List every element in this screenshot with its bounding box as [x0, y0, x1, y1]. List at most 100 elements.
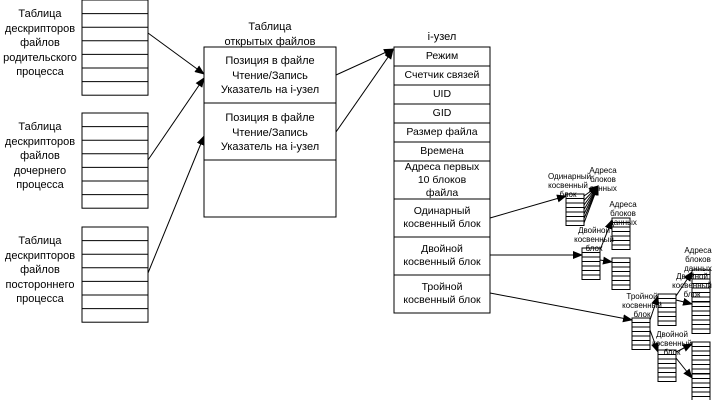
arrow-open-file-to-inode: [335, 48, 394, 76]
single-indirect-label-line: Одинарный: [548, 172, 592, 181]
descriptor-table-label-1-line: Таблица: [18, 121, 62, 133]
descriptor-table-label-2-line: файлов: [20, 264, 60, 276]
data-addresses-label-line: блоков: [590, 175, 616, 184]
arrow-to-child: [649, 295, 659, 321]
descriptor-table-label-2: Таблица дескрипторов файлов постороннего про…: [0, 234, 80, 307]
double-indirect-block: [581, 247, 601, 280]
inode-field-text: Счетчик связей: [404, 69, 480, 81]
descriptor-table-2: [81, 226, 149, 323]
double-indirect-child: [611, 217, 631, 250]
inode-field-text: Адреса первых: [404, 160, 480, 173]
inode-field-text: косвенный блок: [403, 256, 481, 268]
double-indirect-child: [611, 257, 631, 290]
descriptor-table-0: [81, 0, 149, 96]
descriptor-table-label-0-line: Таблица: [18, 8, 62, 20]
open-file-entry-0-line: Указатель на i-узел: [220, 84, 320, 96]
descriptor-table-label-2-line: постороннего: [5, 278, 75, 291]
data-addresses-label-line: блоков: [685, 255, 711, 264]
single-indirect-label-line: блок: [559, 190, 577, 199]
triple-indirect-block: [631, 317, 651, 350]
descriptor-table-label-0-line: родительского: [3, 51, 77, 64]
inode-field-2: UID: [394, 85, 490, 104]
descriptor-table-label-1-line: дочернего: [13, 164, 67, 177]
arrow-to-leaf: [675, 343, 693, 353]
inode-field-0: Режим: [394, 47, 490, 66]
arrow-to-data-block: [583, 185, 599, 224]
triple-double-label-2-line: косвенный: [652, 339, 692, 348]
open-file-entry-1-line: Позиция в файле: [225, 112, 315, 124]
open-files-table-title-line: открытых файлов: [224, 35, 316, 48]
arrow-to-leaf: [675, 297, 693, 306]
arrow-to-triple-indirect: [489, 292, 633, 323]
arrow-parent-to-open-file: [147, 32, 205, 75]
single-indirect-block: [565, 193, 585, 226]
data-addresses-label-line: данных: [684, 264, 712, 273]
inode-field-4: Размер файла: [394, 123, 490, 142]
data-addresses-label-line: данных: [609, 218, 637, 227]
data-addresses-label-line: данных: [589, 184, 617, 193]
inode-title: i-узел: [427, 31, 457, 43]
inode-field-text: Тройной: [421, 281, 463, 293]
data-addresses-label-line: блоков: [610, 209, 636, 218]
descriptor-table-label-0-line: процесса: [16, 66, 64, 78]
triple-double-label-line: блок: [683, 290, 701, 299]
inode-field-text: косвенный блок: [403, 294, 481, 306]
inode-field-5: Времена: [394, 142, 490, 161]
inode-field-text: GID: [432, 107, 452, 119]
arrow-to-child: [649, 329, 659, 353]
double-indirect-label-line: Двойной: [578, 226, 610, 235]
open-file-entry-0-line: Позиция в файле: [225, 55, 315, 67]
inode-table: [393, 46, 491, 314]
triple-child-double: [657, 349, 677, 382]
inode-field-text: 10 блоков: [417, 173, 467, 186]
data-addresses-label-line: Адреса: [684, 246, 712, 255]
open-file-entry-1-line: Указатель на i-узел: [220, 141, 320, 153]
triple-leaf: [691, 301, 711, 334]
descriptor-table-label-1-line: файлов: [20, 150, 60, 162]
inode-field-text: Режим: [425, 50, 459, 62]
inode-field-text: файла: [425, 186, 459, 199]
open-files-table: [203, 46, 337, 218]
triple-indirect-label-line: косвенный: [622, 301, 662, 310]
descriptor-table-label-2-line: Таблица: [18, 235, 62, 247]
arrow-to-leaf: [675, 271, 693, 297]
descriptor-table-label-2-line: дескрипторов: [4, 249, 76, 262]
triple-double-label-2-line: Двойной: [656, 330, 688, 339]
inode-field-text: Времена: [420, 145, 464, 157]
triple-double-label-line: косвенный: [672, 281, 712, 290]
inode-field-text: косвенный блок: [403, 218, 481, 230]
data-addresses-label-line: Адреса: [609, 200, 637, 209]
inode-field-1: Счетчик связей: [394, 66, 490, 85]
arrow-to-child: [599, 256, 613, 265]
open-file-entry-1-line: Чтение/Запись: [232, 126, 308, 139]
triple-indirect-label-line: Тройной: [626, 292, 658, 301]
inode-field-text: Одинарный: [413, 205, 471, 217]
open-files-table-title: Таблица открытых файлов: [200, 20, 340, 49]
open-files-table-title-line: Таблица: [248, 21, 292, 33]
triple-double-label-2-line: блок: [663, 348, 681, 357]
descriptor-table-label-2-line: процесса: [16, 293, 64, 305]
arrow-to-leaf: [675, 357, 693, 379]
inode-field-text: Размер файла: [406, 126, 478, 138]
triple-double-label-line: Двойной: [676, 272, 708, 281]
inode-field-3: GID: [394, 104, 490, 123]
triple-child-double: [657, 293, 677, 326]
open-file-entry-0-line: Чтение/Запись: [232, 69, 308, 82]
descriptor-table-label-0-line: файлов: [20, 37, 60, 49]
arrow-child-to-open-file: [147, 77, 205, 161]
single-indirect-label-line: косвенный: [548, 181, 588, 190]
triple-indirect-label-line: блок: [633, 310, 651, 319]
